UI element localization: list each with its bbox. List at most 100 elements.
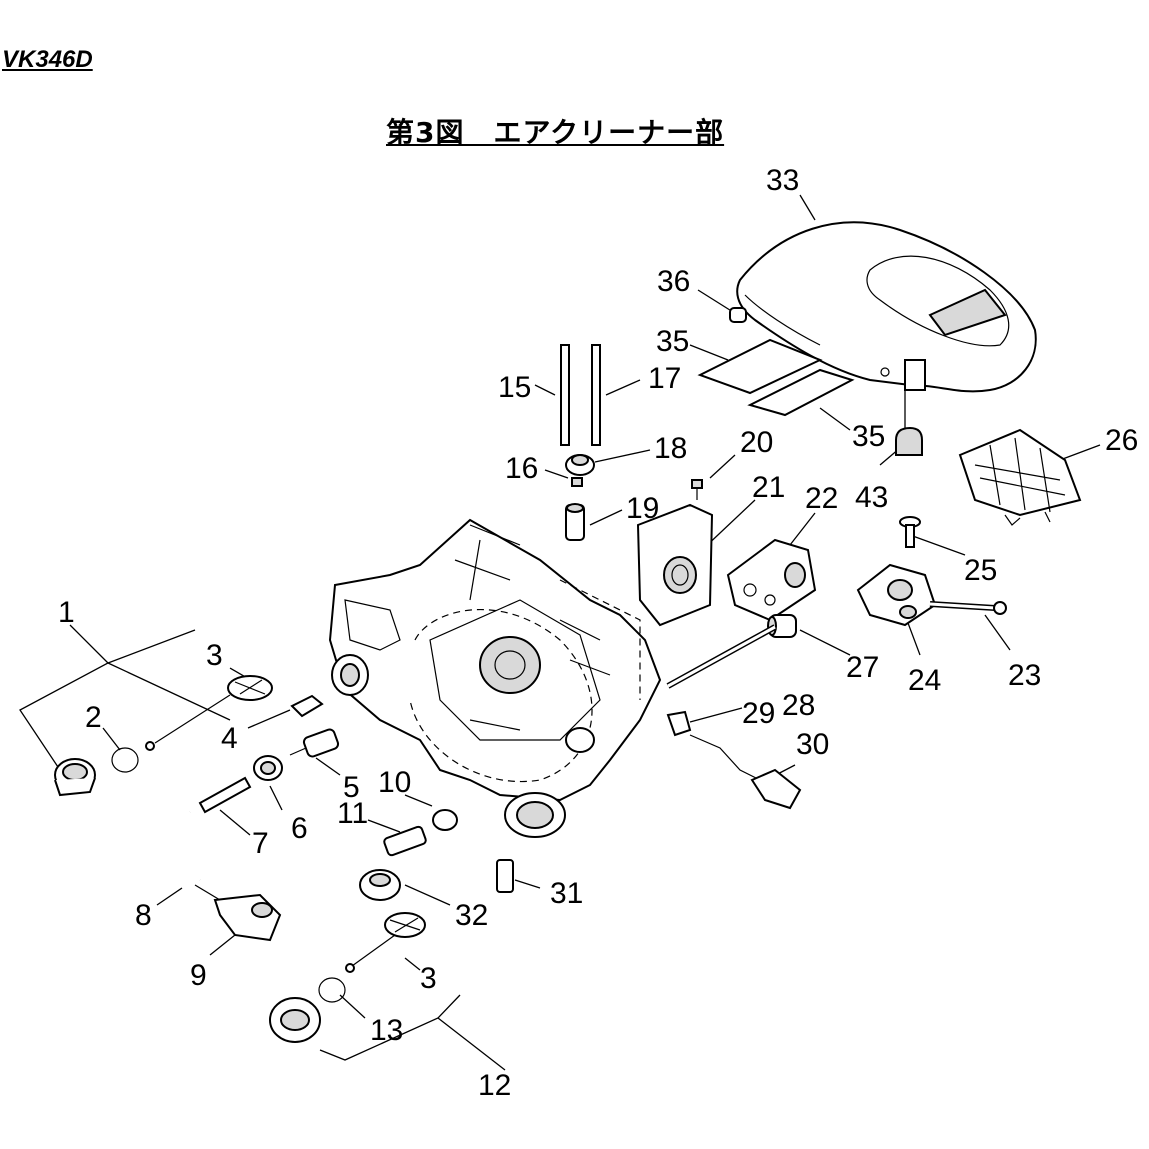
callout-16: 16 bbox=[505, 452, 538, 485]
leader-3b bbox=[404, 957, 421, 971]
part-filter-cage bbox=[958, 428, 1082, 526]
part-air-cleaner-cover bbox=[736, 221, 1037, 393]
leader-35a bbox=[689, 344, 729, 361]
callout-4: 4 bbox=[221, 722, 238, 755]
callout-25: 25 bbox=[964, 554, 997, 587]
leader-8 bbox=[156, 887, 183, 906]
callout-24: 24 bbox=[908, 664, 941, 697]
part-bolt-11 bbox=[383, 825, 427, 857]
callout-43: 43 bbox=[855, 481, 888, 514]
callout-26: 26 bbox=[1105, 424, 1138, 457]
callout-17: 17 bbox=[648, 362, 681, 395]
leader-13 bbox=[339, 994, 366, 1019]
leader-29 bbox=[689, 707, 743, 723]
part-grommet bbox=[895, 426, 923, 456]
part-o-ring-13 bbox=[318, 977, 346, 1003]
leader-11 bbox=[367, 819, 401, 833]
leader-1b bbox=[107, 629, 196, 664]
callout-15: 15 bbox=[498, 371, 531, 404]
callout-labels: 1 2 3 3 4 5 6 7 8 9 10 11 12 13 15 16 17… bbox=[58, 164, 1138, 1102]
part-washer-10 bbox=[432, 809, 458, 831]
leader-16 bbox=[544, 469, 569, 479]
callout-3-lower: 3 bbox=[420, 962, 437, 995]
callout-35-upper: 35 bbox=[656, 325, 689, 358]
part-pin bbox=[729, 307, 747, 323]
part-o-ring-2 bbox=[111, 747, 139, 773]
callout-31: 31 bbox=[550, 877, 583, 910]
leader-26 bbox=[1059, 444, 1101, 461]
part-crankcase bbox=[328, 518, 662, 838]
page-title: 第3図 エアクリーナー部 bbox=[386, 116, 725, 149]
callout-6: 6 bbox=[291, 812, 308, 845]
callout-21: 21 bbox=[752, 471, 785, 504]
leader-6 bbox=[269, 785, 283, 811]
leader-33 bbox=[799, 194, 816, 221]
leader-36 bbox=[697, 289, 734, 313]
part-oil-filter-9 bbox=[194, 884, 282, 942]
leader-1 bbox=[19, 624, 110, 771]
leader-17 bbox=[605, 379, 641, 396]
part-bolt-25 bbox=[899, 516, 921, 548]
leader-7 bbox=[219, 809, 251, 836]
part-cable bbox=[689, 734, 802, 810]
part-fuel-cap-12 bbox=[269, 997, 321, 1043]
part-rod-right bbox=[591, 344, 601, 446]
callout-23: 23 bbox=[1008, 659, 1041, 692]
part-grommet-6 bbox=[253, 755, 283, 781]
callout-9: 9 bbox=[190, 959, 207, 992]
leader-12 bbox=[319, 994, 461, 1061]
callout-7: 7 bbox=[252, 827, 269, 860]
callout-11: 11 bbox=[337, 797, 368, 830]
leader-15 bbox=[534, 384, 556, 396]
callout-30: 30 bbox=[796, 728, 829, 761]
callout-3-upper: 3 bbox=[206, 639, 223, 672]
leader-19 bbox=[589, 509, 623, 526]
part-plate bbox=[636, 503, 714, 627]
callout-20: 20 bbox=[740, 426, 773, 459]
part-bushing bbox=[565, 454, 595, 476]
leader-27 bbox=[799, 629, 851, 656]
callout-29: 29 bbox=[742, 697, 775, 730]
leader-35b bbox=[819, 407, 851, 431]
callout-33: 33 bbox=[766, 164, 799, 197]
leader-1c bbox=[107, 662, 231, 721]
model-code: VK346D bbox=[2, 46, 93, 73]
part-filter-sheet-upper bbox=[697, 338, 823, 395]
part-fitting-5 bbox=[289, 728, 340, 758]
callout-18: 18 bbox=[654, 432, 687, 465]
part-filter-sheet-lower bbox=[747, 368, 855, 417]
callout-12: 12 bbox=[478, 1069, 511, 1102]
leader-25 bbox=[909, 534, 966, 556]
leader-10 bbox=[404, 794, 433, 807]
callout-5: 5 bbox=[343, 771, 360, 804]
part-fitting bbox=[565, 503, 585, 541]
part-intake bbox=[856, 563, 937, 627]
part-carburetor bbox=[726, 538, 817, 622]
callout-35-lower: 35 bbox=[852, 420, 885, 453]
leader-23 bbox=[984, 614, 1011, 651]
leader-20 bbox=[709, 454, 736, 479]
leader-32 bbox=[404, 884, 451, 906]
callout-1: 1 bbox=[58, 596, 75, 629]
callout-10: 10 bbox=[378, 766, 411, 799]
callout-32: 32 bbox=[455, 899, 488, 932]
part-cap-32 bbox=[359, 869, 401, 901]
part-pin-31 bbox=[496, 859, 514, 893]
leader-2 bbox=[102, 727, 121, 751]
callout-27: 27 bbox=[846, 651, 879, 684]
leader-4 bbox=[247, 709, 291, 729]
part-long-bolt bbox=[929, 601, 1007, 615]
leader-18 bbox=[594, 449, 651, 463]
part-tube-7 bbox=[198, 776, 252, 814]
part-small-nut bbox=[571, 477, 583, 487]
leader-12b bbox=[437, 1017, 506, 1071]
part-screw-20 bbox=[691, 479, 703, 500]
callout-28: 28 bbox=[782, 689, 815, 722]
leader-5 bbox=[315, 757, 341, 776]
callout-2: 2 bbox=[85, 701, 102, 734]
leader-31 bbox=[514, 879, 541, 889]
part-rod-left bbox=[560, 344, 570, 446]
part-plug-4 bbox=[290, 694, 324, 718]
leader-22 bbox=[789, 512, 816, 546]
